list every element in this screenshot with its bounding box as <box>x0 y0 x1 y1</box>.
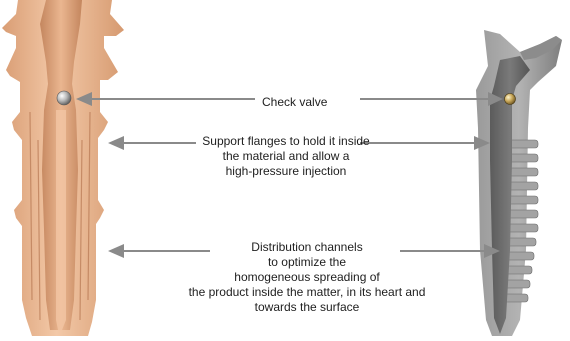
distribution-line-1: Distribution channels <box>251 240 363 254</box>
left-injector <box>2 0 124 336</box>
arrowhead-support-flanges-right <box>474 136 490 150</box>
distribution-line-3: homogeneous spreading of <box>234 270 380 284</box>
arrowhead-distribution-right <box>484 244 500 258</box>
distribution-line-4: the product inside the matter, in its he… <box>188 285 426 299</box>
arrowhead-check-valve-left <box>76 92 92 106</box>
arrowhead-support-flanges-left <box>108 136 124 150</box>
callout-arrows <box>76 92 503 258</box>
right-top-cap <box>520 36 562 60</box>
arrowhead-check-valve-right <box>488 92 503 106</box>
right-injector <box>476 30 562 336</box>
support-flanges-label: Support flanges to hold it inside the ma… <box>188 134 384 179</box>
distribution-line-5: towards the surface <box>254 300 360 314</box>
distribution-channels-label: Distribution channels to optimize the ho… <box>140 240 474 315</box>
left-groove-lines <box>29 111 91 321</box>
left-center-rib <box>56 110 66 330</box>
distribution-line-2: to optimize the <box>267 255 347 269</box>
support-flanges-line-3: high-pressure injection <box>225 164 347 178</box>
right-check-valve-ball <box>504 93 516 105</box>
support-flanges-line-1: Support flanges to hold it inside <box>202 134 370 148</box>
arrowhead-distribution-left <box>108 244 124 258</box>
support-flanges-line-2: the material and allow a <box>222 149 350 163</box>
left-check-valve-ball <box>56 90 72 106</box>
right-inner-channel <box>490 56 530 334</box>
check-valve-label: Check valve <box>262 95 328 110</box>
